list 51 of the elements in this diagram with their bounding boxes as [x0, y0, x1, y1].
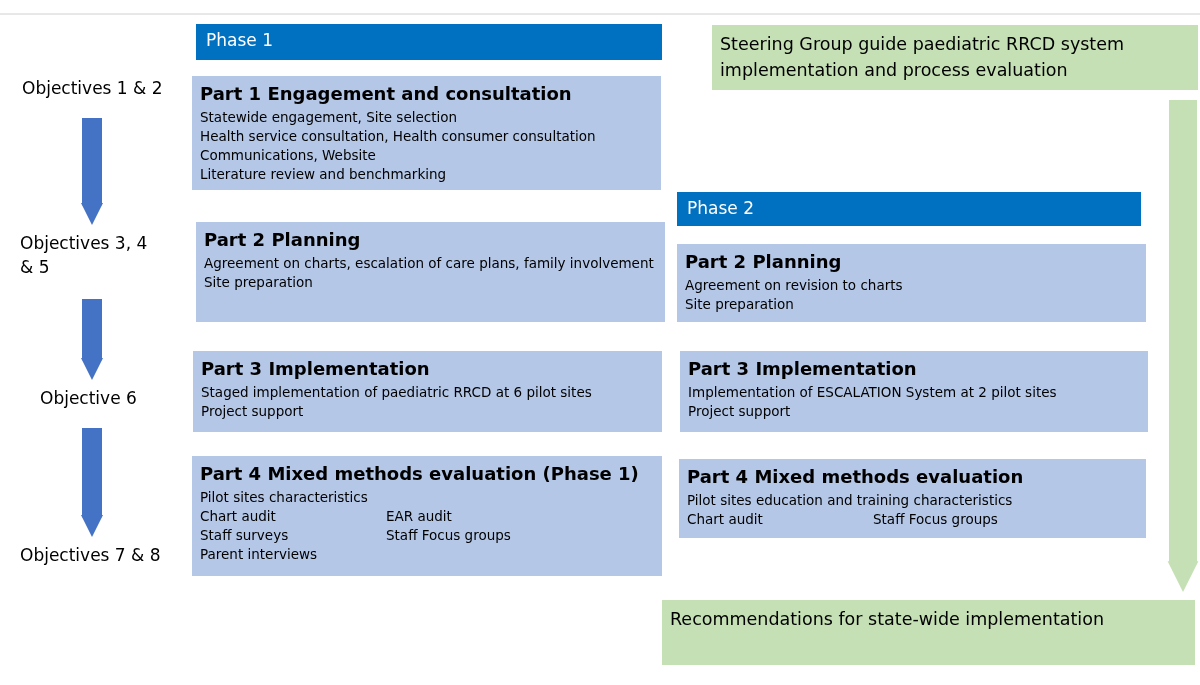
block-arrow [81, 299, 103, 380]
activity-text: Agreement on charts, escalation of care plans, family involvement [204, 254, 655, 273]
activity-text: Agreement on revision to charts [685, 276, 904, 295]
activity-text: EAR audit [386, 507, 453, 526]
activity-text: Staff surveys [200, 526, 290, 545]
activity-text: Project support [201, 402, 305, 421]
part-box [677, 244, 1146, 322]
activity-text: Staged implementation of paediatric RRCD at 6 pilot sites [201, 383, 593, 402]
activity-text: Pilot sites characteristics [200, 488, 369, 507]
activity-text: Site preparation [685, 295, 795, 314]
activity-text: Parent interviews [200, 545, 319, 564]
activity-text: Chart audit [687, 510, 764, 529]
part-heading: Part 2 Planning [685, 250, 843, 274]
part-heading: Part 1 Engagement and consultation [200, 82, 573, 106]
part-box [679, 459, 1146, 538]
phase-banner [196, 24, 662, 60]
activity-text: Health service consultation, Health consumer consultation [200, 127, 597, 146]
part-box [193, 351, 662, 432]
activity-text: Staff Focus groups [873, 510, 999, 529]
block-arrow [81, 428, 103, 537]
block-arrow [1167, 100, 1199, 592]
activity-text: Project support [688, 402, 792, 421]
activity-text: Chart audit [200, 507, 277, 526]
block-arrow [81, 118, 103, 225]
part-heading: Part 2 Planning [204, 228, 362, 252]
part-heading: Part 3 Implementation [688, 357, 918, 381]
part-heading: Part 4 Mixed methods evaluation (Phase 1) [200, 462, 640, 486]
activity-text: Statewide engagement, Site selection [200, 108, 459, 127]
objective-label: Objectives 7 & 8 [20, 543, 180, 569]
box-text: Phase 1 [206, 30, 274, 50]
part-heading: Part 3 Implementation [201, 357, 431, 381]
part-box [196, 222, 665, 322]
part-box [192, 456, 662, 576]
objective-label: Objective 6 [40, 386, 160, 412]
activity-text: Communications, Website [200, 146, 377, 165]
activity-text: Literature review and benchmarking [200, 165, 448, 184]
activity-text: Implementation of ESCALATION System at 2 pilot sites [688, 383, 1058, 402]
part-heading: Part 4 Mixed methods evaluation [687, 465, 1025, 489]
activity-text: Staff Focus groups [386, 526, 512, 545]
box-text: Steering Group guide paediatric RRCD system implementation and process evaluation [720, 33, 1126, 82]
box-text: Recommendations for state-wide implementation [670, 608, 1105, 631]
summary-box [662, 600, 1195, 665]
part-box [680, 351, 1148, 432]
objective-label: Objectives 1 & 2 [22, 76, 182, 102]
box-text: Phase 2 [687, 198, 755, 218]
part-box [192, 76, 661, 190]
objective-label: Objectives 3, 4 & 5 [20, 231, 162, 283]
activity-text: Pilot sites education and training characteristics [687, 491, 1014, 510]
phase-banner [677, 192, 1141, 226]
summary-box [712, 25, 1198, 90]
activity-text: Site preparation [204, 273, 314, 292]
